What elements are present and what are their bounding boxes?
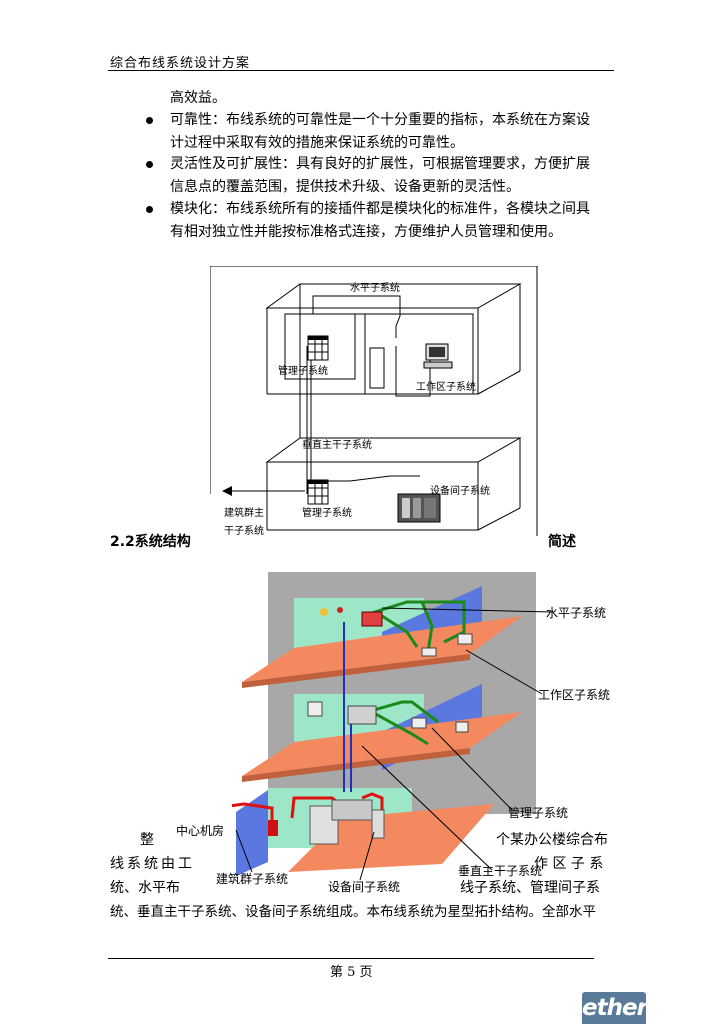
footer-rule <box>108 958 594 959</box>
building-3d-illustration: 水平子系统 工作区子系统 管理子系统 中心机房 垂直主干子系统 建筑群子系统 设… <box>176 572 632 894</box>
label-work-area-subsystem: 工作区子系统 <box>416 382 476 393</box>
bullet-reliability-line1: 可靠性：布线系统的可靠性是一个十分重要的指标，本系统在方案设 <box>170 112 590 128</box>
bullet-dot <box>146 161 153 168</box>
label-management-subsystem-top: 管理子系统 <box>278 366 328 377</box>
label-equipment-room: 设备间子系统 <box>328 880 401 894</box>
bullet-dot <box>146 206 153 213</box>
ether-logo: ether <box>582 992 648 1024</box>
label-horizontal-subsystem: 水平子系统 <box>546 606 607 620</box>
bullet-flexibility-line1: 灵活性及可扩展性：具有良好的扩展性，可根据管理要求，方便扩展 <box>170 156 590 172</box>
section-heading-tail: 简述 <box>548 534 576 550</box>
bullet-flexibility-line2: 信息点的覆盖范围，提供技术升级、设备更新的灵活性。 <box>170 179 520 195</box>
closing-fragment-e: 统、水平布 <box>110 880 180 896</box>
label-vertical-backbone: 垂直主干子系统 <box>302 440 372 451</box>
bullet-modular-line2: 有相对独立性并能按标准格式连接，方便维护人员管理和使用。 <box>170 224 562 240</box>
subsystem-line-diagram: 水平子系统 管理子系统 工作区子系统 垂直主干子系统 设备间子系统 管理子系统 … <box>209 265 540 542</box>
header-title: 综合布线系统设计方案 <box>110 56 251 71</box>
section-heading: 2.2系统结构 <box>110 534 191 550</box>
closing-last-line: 统、垂直主干子系统、设备间子系统组成。本布线系统为星型拓扑结构。全部水平 <box>110 904 596 920</box>
page-number: 第 5 页 <box>330 965 373 980</box>
ether-logo-text: ether <box>582 995 648 1021</box>
header-rule <box>108 70 614 71</box>
label-work-area-subsystem: 工作区子系统 <box>538 688 611 702</box>
bullet-modular-line1: 模块化：布线系统所有的接插件都是模块化的标准件，各模块之间具 <box>170 201 590 217</box>
bullet-dot <box>146 117 153 124</box>
closing-fragment-f: 线子系统、管理间子系 <box>460 880 600 896</box>
label-central-machine-room: 中心机房 <box>176 824 225 838</box>
intro-tail: 高效益。 <box>170 90 226 106</box>
label-management-subsystem-bottom: 管理子系统 <box>302 508 352 519</box>
label-equipment-room: 设备间子系统 <box>430 486 490 497</box>
label-campus-subsystem: 建筑群子系统 <box>216 872 289 886</box>
label-management-subsystem: 管理子系统 <box>508 806 569 820</box>
closing-fragment-a: 整 <box>140 832 154 848</box>
closing-fragment-c: 线系统由工 <box>110 856 195 872</box>
label-campus-line2: 干子系统 <box>224 526 264 537</box>
closing-fragment-d: 作 区 子 系 <box>534 856 604 872</box>
label-campus-line1: 建筑群主 <box>224 508 264 519</box>
label-horizontal-subsystem: 水平子系统 <box>350 283 400 294</box>
bullet-reliability-line2: 计过程中采取有效的措施来保证系统的可靠性。 <box>170 135 464 151</box>
label-vertical-backbone: 垂直主干子系统 <box>458 864 543 878</box>
closing-fragment-b: 个某办公楼综合布 <box>496 832 608 848</box>
